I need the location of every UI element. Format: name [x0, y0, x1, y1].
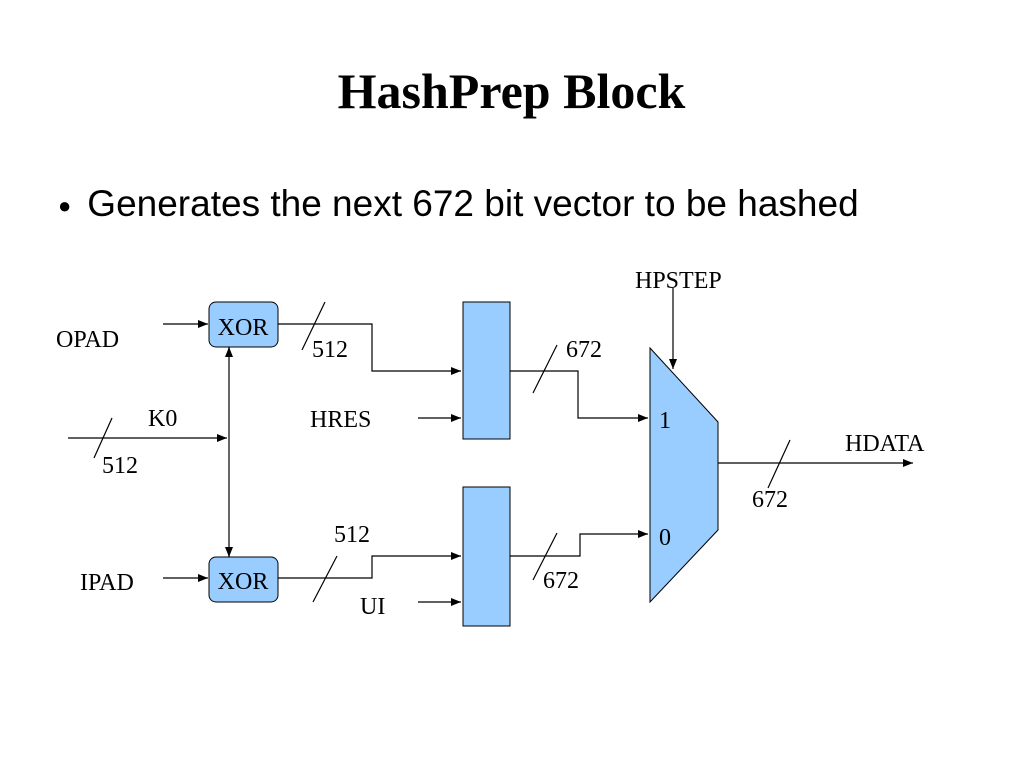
- k0-label: K0: [148, 406, 177, 432]
- xor-top-bus-slash: [301, 301, 326, 351]
- hres-label: HRES: [310, 407, 371, 433]
- mux-input-0-label: 0: [659, 525, 671, 551]
- xor-top-out-wire: [278, 323, 461, 375]
- ui-label: UI: [360, 594, 385, 620]
- concat-top-out-wire: [510, 370, 648, 422]
- xor-bottom-out-wire: [278, 552, 461, 579]
- xor-top-width-label: 512: [312, 337, 348, 363]
- multiplexer: [649, 346, 719, 604]
- bullet-dot-icon: ●: [58, 193, 72, 218]
- opad-label: OPAD: [56, 327, 119, 353]
- xor-bottom-bus-slash: [312, 555, 338, 603]
- concat-top-bus-slash: [532, 344, 558, 394]
- xor-gate-bottom-label: XOR: [218, 569, 269, 595]
- mux-out-width-label: 672: [752, 487, 788, 513]
- mux-input-1-label: 1: [659, 408, 671, 434]
- concat-bottom-width-label: 672: [543, 568, 579, 594]
- mux-out-bus-slash: [767, 439, 791, 489]
- k0-bus-slash: [93, 417, 113, 459]
- xor-gate-top-label: XOR: [218, 315, 269, 341]
- hdata-label: HDATA: [845, 431, 925, 457]
- bullet-text: Generates the next 672 bit vector to be …: [87, 183, 859, 224]
- ipad-label: IPAD: [80, 570, 134, 596]
- concat-bottom-out-wire: [510, 530, 648, 557]
- concat-block-top: [462, 301, 511, 440]
- xor-gate-bottom: [208, 556, 279, 603]
- hpstep-label: HPSTEP: [635, 268, 722, 294]
- k0-width-label: 512: [102, 453, 138, 479]
- concat-bottom-bus-slash: [532, 532, 558, 581]
- concat-block-bottom: [462, 486, 511, 627]
- xor-bottom-width-label: 512: [334, 522, 370, 548]
- concat-top-width-label: 672: [566, 337, 602, 363]
- slide-title: HashPrep Block: [337, 63, 686, 119]
- bullet-item: ● Generates the next 672 bit vector to b…: [58, 183, 859, 225]
